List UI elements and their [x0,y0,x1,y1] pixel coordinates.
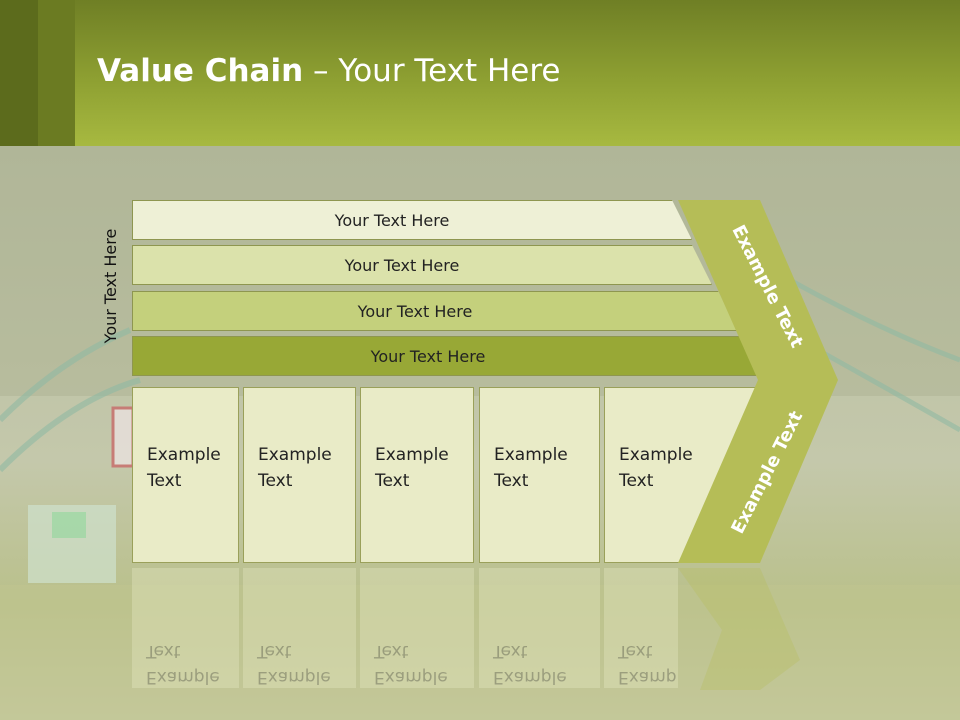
support-bar-4[interactable]: Your Text Here [132,336,764,376]
primary-activity-box-3[interactable]: Example Text [360,387,474,563]
support-bar-2[interactable]: Your Text Here [132,245,712,285]
header-accent-band [0,0,38,146]
support-bar-label: Your Text Here [357,301,473,321]
title-bold: Value Chain [97,53,304,89]
primary-activity-box-2[interactable]: Example Text [243,387,356,563]
primary-activity-box-4[interactable]: Example Text [479,387,600,563]
slide-title: Value Chain – Your Text Here [97,53,560,89]
support-bar-label: Your Text Here [370,346,486,366]
title-bar: Value Chain – Your Text Here [0,0,960,146]
support-bar-3[interactable]: Your Text Here [132,291,738,331]
support-bar-label: Your Text Here [344,255,460,275]
title-rest: – Your Text Here [303,53,561,89]
support-bar-1[interactable]: Your Text Here [132,200,692,240]
header-accent-band [38,0,75,146]
support-bar-label: Your Text Here [334,210,450,230]
chevron-reflection [678,568,800,690]
primary-activity-box-1[interactable]: Example Text [132,387,239,563]
